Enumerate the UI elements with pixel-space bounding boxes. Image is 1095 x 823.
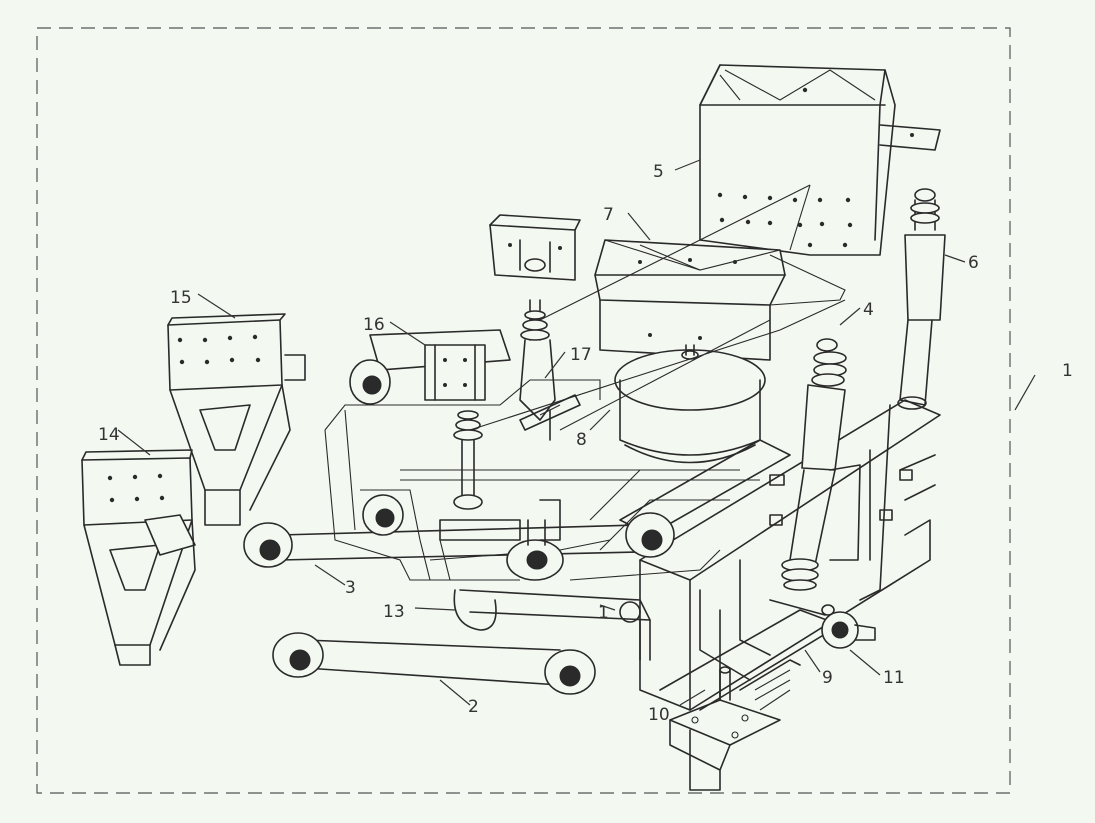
upper-bar-assembly (349, 329, 511, 405)
callout-13: 13 (383, 602, 405, 622)
callout-11: 11 (883, 668, 905, 688)
callout-17: 17 (570, 345, 592, 365)
air-spring-bellow (599, 254, 846, 464)
callout-14: 14 (98, 425, 120, 445)
small-top-bracket (489, 214, 581, 281)
lower-link-rod (272, 632, 596, 695)
callout-8: 8 (576, 430, 587, 450)
main-frame-rails (619, 399, 941, 711)
center-bushing (506, 519, 564, 581)
lower-mount-bracket (669, 659, 801, 791)
assembly-boundary-frame (36, 27, 1011, 794)
axle-beam-outline (324, 379, 760, 581)
bracket-bolt-holes (717, 87, 853, 248)
callout-7: 7 (603, 205, 614, 225)
callout-2: 2 (468, 697, 479, 717)
callout-5: 5 (653, 162, 664, 182)
upper-air-spring-bracket (699, 64, 941, 256)
callout-numbers: 1 2 3 4 5 6 7 8 9 10 11 1 13 14 15 16 17 (98, 162, 1073, 725)
assembly-guide-lines (469, 184, 811, 431)
upper-stud-and-nuts (519, 299, 581, 441)
lower-link-bushing (769, 599, 876, 649)
callout-12-partial: 1 (598, 603, 609, 623)
hanger-bracket-upper (167, 313, 306, 526)
callout-15: 15 (170, 288, 192, 308)
u-bolt (453, 589, 651, 661)
bracket-15-holes (177, 334, 261, 365)
callout-3: 3 (345, 578, 356, 598)
bracket-14-holes (107, 473, 165, 503)
air-spring-top-plate (594, 239, 786, 306)
leader-lines (117, 159, 1036, 706)
callout-4: 4 (863, 300, 874, 320)
hanger-bracket-lower (81, 449, 196, 666)
lower-stud-and-nuts (362, 410, 561, 541)
upper-link-rod (243, 512, 675, 568)
shock-absorber-rear (897, 188, 946, 410)
callout-1: 1 (1062, 361, 1073, 381)
callout-9: 9 (822, 668, 833, 688)
callout-16: 16 (363, 315, 385, 335)
callout-10: 10 (648, 705, 670, 725)
callout-6: 6 (968, 253, 979, 273)
shock-absorber-front (781, 338, 861, 591)
